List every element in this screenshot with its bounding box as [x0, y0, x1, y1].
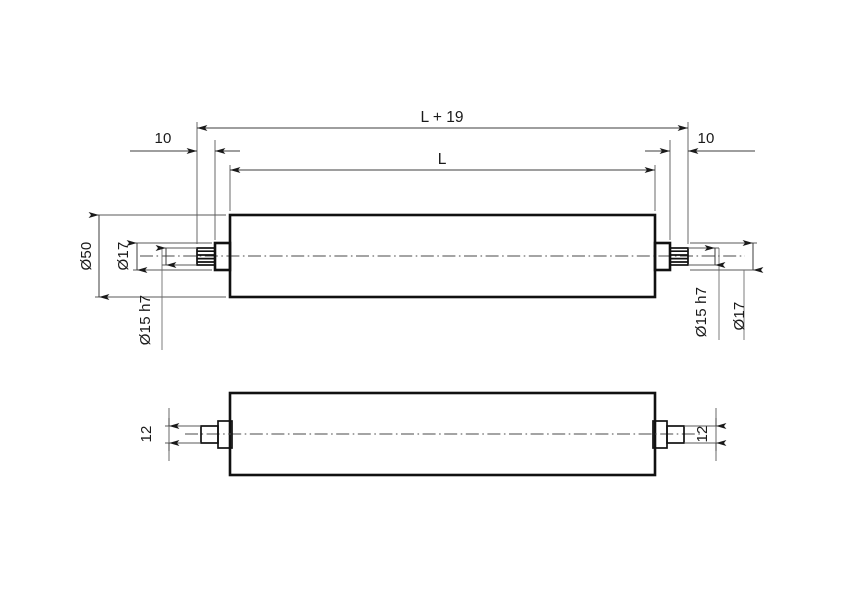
- dim-overall-length: L + 19: [196, 109, 689, 131]
- dim-label-twelve-right: 12: [694, 425, 711, 442]
- dim-label-overall-length: L + 19: [421, 109, 464, 126]
- right-shaft-shoulder-lower: [652, 420, 668, 449]
- dim-label-dia17-right: Ø17: [731, 302, 748, 331]
- right-shaft-shoulder: [653, 241, 672, 272]
- dim-shaft-projection-right: 10: [645, 130, 755, 154]
- dim-label-twelve-left: 12: [138, 425, 155, 442]
- left-shaft-assembly-lower: [200, 420, 233, 449]
- dim-label-dia15h7-left: Ø15 h7: [137, 295, 154, 345]
- dim-label-dia15h7-right: Ø15 h7: [693, 287, 710, 337]
- dim-shaft-projection-left: 10: [130, 130, 240, 154]
- dim-label-dia17-left: Ø17: [115, 242, 132, 271]
- dim-shaft-diameter-right: Ø15 h7: [688, 245, 726, 340]
- dim-tube-diameter: Ø50: [78, 212, 226, 300]
- dim-flat-width-right: 12: [684, 408, 727, 461]
- dim-shoulder-diameter-left: Ø17: [115, 240, 212, 273]
- right-shaft-assembly: [653, 241, 689, 272]
- left-shaft-shoulder: [213, 241, 232, 272]
- dim-label-tube-length: L: [438, 151, 447, 168]
- left-shaft-assembly: [196, 241, 232, 272]
- left-shaft-shoulder-lower: [217, 420, 233, 449]
- dim-label-ten-right: 10: [697, 130, 714, 147]
- dim-label-dia50: Ø50: [78, 242, 95, 271]
- dim-label-ten-left: 10: [154, 130, 171, 147]
- right-shaft-assembly-lower: [652, 420, 685, 449]
- front-view-group: L + 19 L 10 10 Ø50: [78, 109, 764, 350]
- dim-tube-length: L: [229, 151, 656, 173]
- dim-flat-width-left: 12: [138, 408, 201, 461]
- bottom-view-group: 12 12: [138, 391, 727, 477]
- dim-shoulder-diameter-right: Ø17: [690, 240, 764, 340]
- dim-shaft-diameter-left: Ø15 h7: [137, 245, 197, 350]
